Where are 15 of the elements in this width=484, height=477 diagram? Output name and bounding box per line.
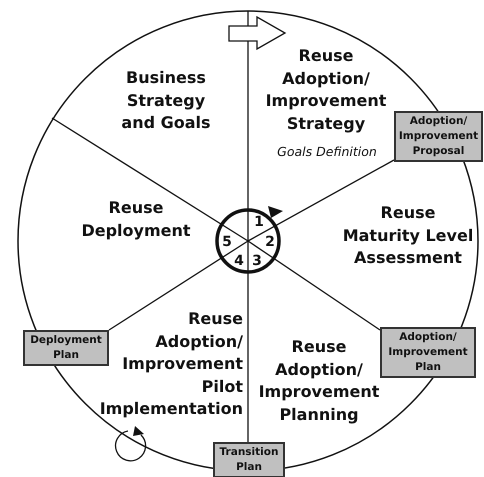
artifact-box: Adoption/ Improvement Proposal — [394, 111, 483, 162]
phase-number: 3 — [252, 255, 262, 267]
phase-number: 2 — [265, 236, 275, 248]
phase-title: Reuse Maturity Level Assessment — [342, 202, 474, 269]
phase-title: Business Strategy and Goals — [120, 67, 212, 134]
phase-number: 1 — [254, 216, 264, 228]
phase-title: Reuse Deployment — [80, 197, 192, 242]
artifact-box: Adoption/ Improvement Plan — [380, 327, 476, 378]
artifact-box: Transition Plan — [213, 442, 285, 477]
phase-title: Reuse Adoption/ Improvement Strategy — [264, 45, 388, 134]
phase-number: 4 — [234, 255, 244, 267]
phase-note: Goals Definition — [276, 144, 378, 160]
phase-number: 5 — [222, 236, 232, 248]
phase-title: Reuse Adoption/ Improvement Planning — [258, 336, 380, 426]
artifact-box: Deployment Plan — [23, 330, 109, 366]
